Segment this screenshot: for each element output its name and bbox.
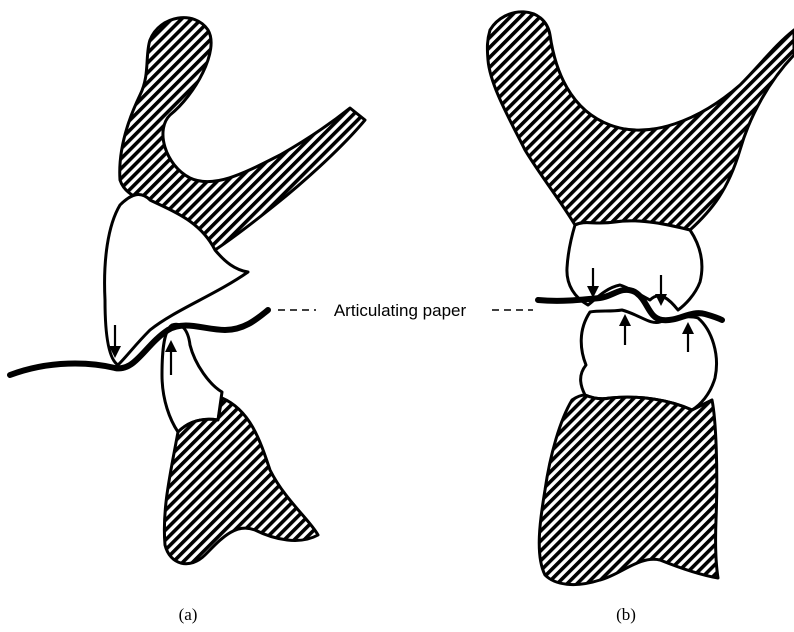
panel-b-caption: (b) <box>616 605 636 624</box>
panel-b-lower-bone <box>539 395 718 585</box>
panel-a <box>10 18 365 564</box>
articulating-paper-label: Articulating paper <box>334 301 467 320</box>
panel-a-caption: (a) <box>179 605 198 624</box>
panel-b-upper-bone <box>487 12 794 230</box>
articulating-paper-annotation: Articulating paper <box>278 301 533 320</box>
panel-b-down-arrowhead-2 <box>655 294 667 306</box>
panel-b <box>487 12 794 585</box>
panel-b-lower-tooth <box>581 310 717 410</box>
